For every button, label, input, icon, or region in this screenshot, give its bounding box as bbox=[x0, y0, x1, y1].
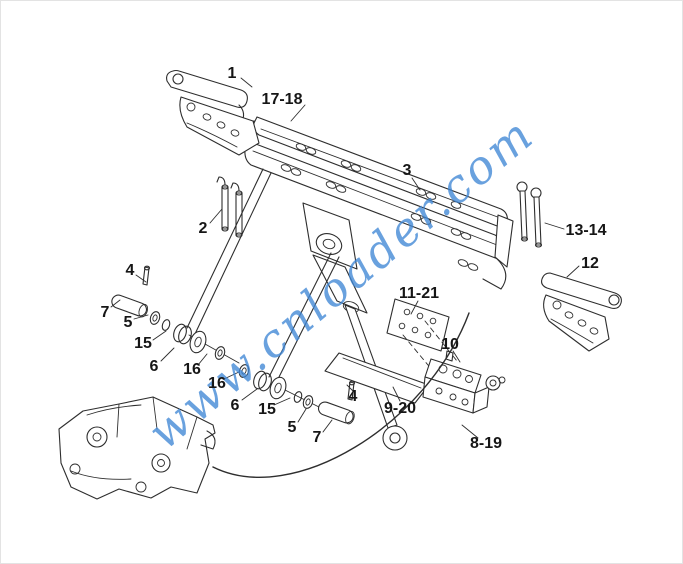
small-parts-right bbox=[238, 363, 356, 425]
left-bracket bbox=[167, 71, 259, 156]
small-parts-left bbox=[110, 266, 226, 360]
main-beam bbox=[245, 117, 513, 289]
leader-lines bbox=[111, 78, 579, 438]
right-bracket bbox=[542, 273, 622, 351]
linkage-arms bbox=[187, 169, 339, 407]
pins-2 bbox=[217, 177, 242, 237]
pins-13-14 bbox=[517, 182, 542, 247]
lower-frame bbox=[59, 397, 215, 499]
mounting-plates bbox=[325, 299, 457, 403]
valve-block bbox=[423, 351, 505, 413]
hose-arc bbox=[213, 313, 469, 477]
